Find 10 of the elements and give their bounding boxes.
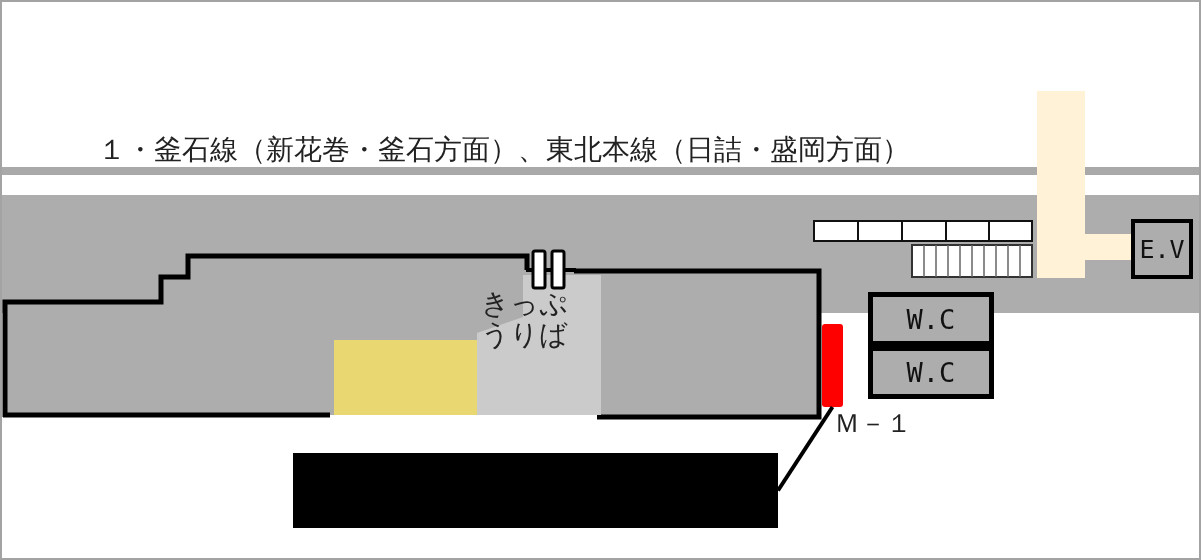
restroom-box: W.C (868, 292, 994, 346)
signboard (293, 453, 778, 528)
shop-area (334, 340, 477, 415)
area-label: きっぷうりば (481, 289, 569, 351)
track-label: １・釜石線（新花巻・釜石方面）、東北本線（日詰・盛岡方面） (98, 134, 910, 165)
restroom-box: W.C (868, 346, 994, 399)
elevator-box: E.V (1131, 219, 1193, 279)
location-code: Ｍ－１ (834, 409, 912, 438)
ticket-office-area (477, 275, 601, 415)
location-marker (822, 324, 843, 407)
